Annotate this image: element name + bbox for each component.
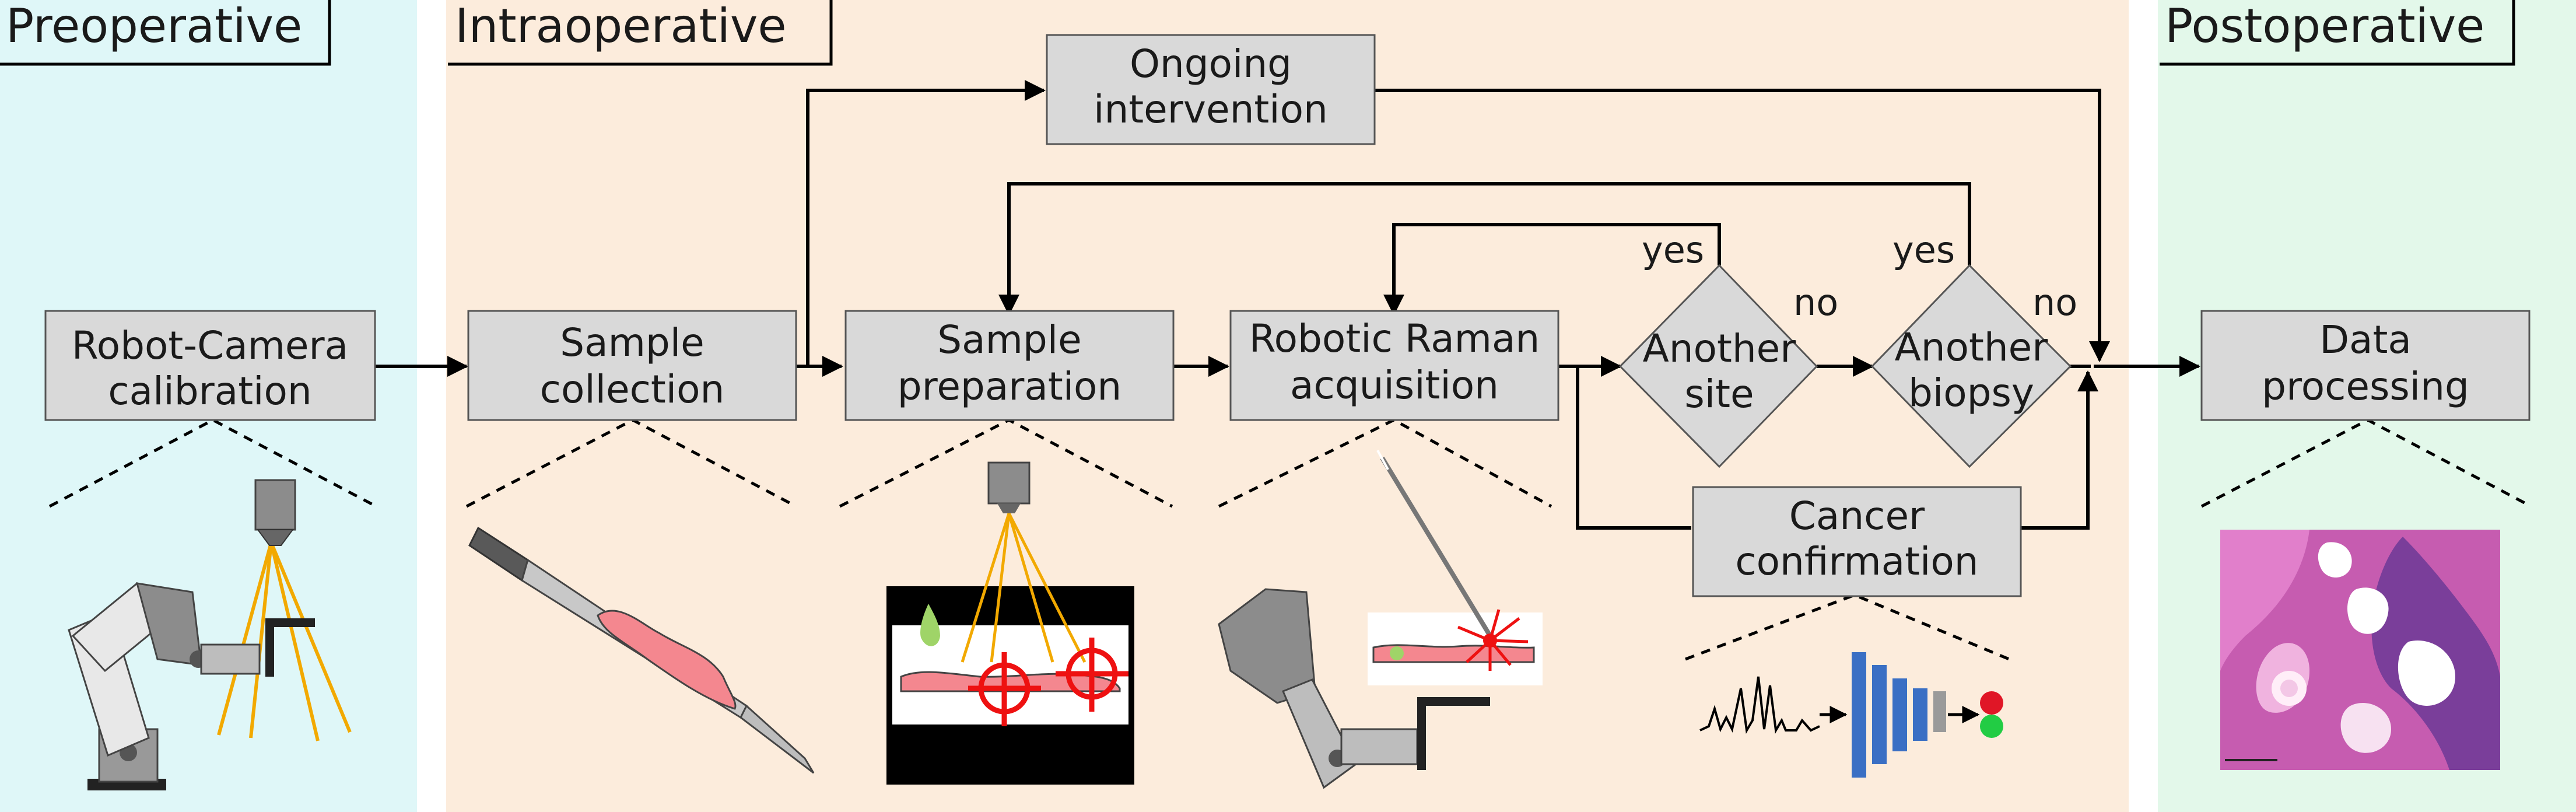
decision-label-line-1: Another xyxy=(1643,326,1797,371)
box-label-line-2: confirmation xyxy=(1735,539,1978,584)
decision-label-line-2: site xyxy=(1684,372,1754,416)
connectors xyxy=(375,80,2200,530)
site-yes-label: yes xyxy=(1642,229,1704,271)
box-sample-preparation: Sample preparation xyxy=(844,310,1175,421)
box-label-line-1: Robotic Raman xyxy=(1249,316,1540,361)
decision-another-biopsy: Another biopsy xyxy=(1870,264,2072,468)
box-ongoing-intervention: Ongoing intervention xyxy=(1046,34,1376,145)
decision-label-line-1: Another xyxy=(1895,325,2049,370)
camera-icon xyxy=(987,461,1031,505)
camera-icon xyxy=(254,479,296,531)
raman-acquisition-illustration xyxy=(1218,450,1543,789)
robot-camera-illustration xyxy=(68,479,352,790)
intraoperative-label: Intraoperative xyxy=(455,0,787,53)
preoperative-label: Preoperative xyxy=(6,0,302,53)
box-robotic-raman-acquisition: Robotic Raman acquisition xyxy=(1229,310,1559,421)
network-layer xyxy=(1872,665,1887,764)
sample-preparation-illustration xyxy=(886,461,1134,785)
network-layer xyxy=(1892,678,1907,751)
arrow-ongoing-to-merge xyxy=(1375,89,2110,362)
negative-indicator xyxy=(1980,715,2003,738)
droplet-icon xyxy=(920,604,940,646)
postoperative-title: Postoperative xyxy=(2160,0,2515,66)
box-label-line-1: Robot-Camera xyxy=(72,323,348,368)
box-robot-camera-calibration: Robot-Camera calibration xyxy=(44,310,376,421)
histology-image xyxy=(2220,530,2500,770)
arrow-site-yes-loop xyxy=(1383,223,1721,316)
arrow-raman-to-cancer xyxy=(1576,366,1691,530)
camera-rays xyxy=(217,541,352,741)
box-sample-collection: Sample collection xyxy=(467,310,797,421)
network-output xyxy=(1933,691,1946,732)
box-label-line-1: Sample xyxy=(560,320,704,365)
biopsy-no-label: no xyxy=(2032,281,2077,324)
box-cancer-confirmation: Cancer confirmation xyxy=(1692,486,2022,597)
intraoperative-title: Intraoperative xyxy=(448,0,833,66)
box-label-line-1: Data xyxy=(2319,317,2412,362)
target-marker xyxy=(968,652,1041,726)
site-no-label: no xyxy=(1793,281,1838,324)
classification-illustration xyxy=(1699,652,2003,778)
gripper-icon xyxy=(265,618,315,677)
network-layer xyxy=(1913,688,1927,741)
box-label-line-2: calibration xyxy=(108,369,311,414)
target-marker xyxy=(1056,638,1128,712)
scalpel-illustration xyxy=(468,526,815,774)
tissue-sample xyxy=(597,610,737,710)
decision-label-line-2: biopsy xyxy=(1908,370,2034,415)
preoperative-title: Preoperative xyxy=(0,0,331,66)
positive-indicator xyxy=(1980,691,2003,715)
tissue-sample xyxy=(900,671,1121,692)
arrow-biopsy-yes-loop xyxy=(998,182,1971,316)
box-label-line-2: preparation xyxy=(898,364,1122,409)
box-label-line-2: acquisition xyxy=(1290,363,1499,408)
decision-another-site: Another site xyxy=(1618,264,1818,468)
box-data-processing: Data processing xyxy=(2200,310,2531,421)
gripper-icon xyxy=(1417,697,1490,770)
spectrum-plot xyxy=(1699,676,1820,734)
box-label-line-2: intervention xyxy=(1094,87,1328,132)
biopsy-yes-label: yes xyxy=(1892,229,1955,271)
network-layer xyxy=(1852,652,1866,778)
arrow-collection-to-ongoing xyxy=(806,80,1046,366)
arrow-cancer-to-merge xyxy=(2021,370,2098,530)
postoperative-label: Postoperative xyxy=(2165,0,2484,53)
box-label-line-1: Sample xyxy=(937,317,1081,362)
raman-probe xyxy=(1380,456,1492,638)
box-label-line-2: collection xyxy=(540,367,725,412)
box-label-line-1: Cancer xyxy=(1789,494,1925,538)
tissue-sample xyxy=(1372,644,1535,663)
box-label-line-1: Ongoing xyxy=(1130,41,1292,86)
box-label-line-2: processing xyxy=(2262,364,2469,409)
